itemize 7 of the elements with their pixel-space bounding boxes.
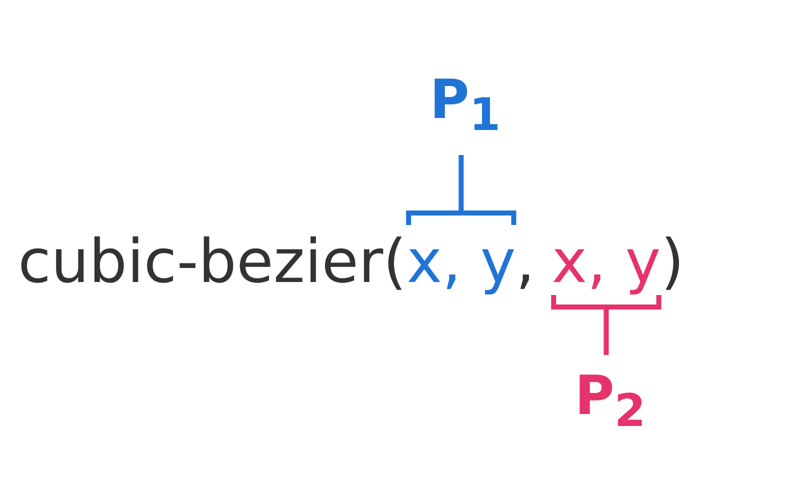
point-label: P$_{1}$ xyxy=(430,73,501,137)
comma: , xyxy=(516,227,535,297)
argument-text: x, y xyxy=(406,227,516,297)
function-name: cubic-bezier( xyxy=(18,227,407,297)
closing-parenthesis: ) xyxy=(660,227,684,297)
point-label: P$_{2}$ xyxy=(574,369,646,433)
argument-text: x, y xyxy=(552,227,661,297)
